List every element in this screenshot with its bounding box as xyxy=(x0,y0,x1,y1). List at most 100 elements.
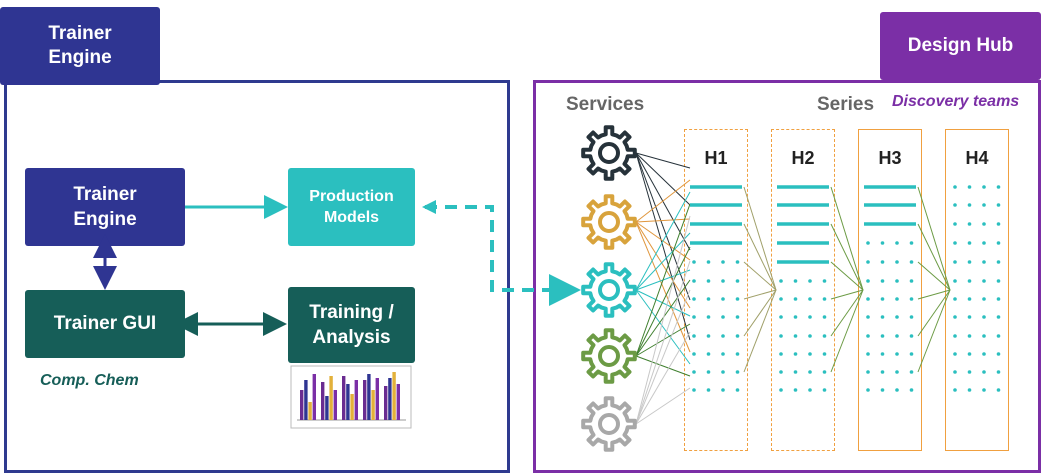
series-dot xyxy=(967,297,972,301)
series-dot xyxy=(967,315,972,319)
mini-chart-bar xyxy=(325,396,329,420)
series-dot xyxy=(982,315,986,319)
training-analysis-label: Training / Analysis xyxy=(309,302,394,348)
series-dot xyxy=(692,297,696,301)
series-dot xyxy=(996,222,1001,226)
series-dot xyxy=(735,388,740,392)
series-dot xyxy=(793,370,798,374)
series-dot xyxy=(967,352,972,356)
series-dot xyxy=(953,352,957,356)
production-models-label: Production Models xyxy=(309,188,394,226)
series-connector xyxy=(830,289,864,300)
mini-chart-bar xyxy=(375,378,379,420)
series-dot xyxy=(721,315,725,319)
series-dot xyxy=(880,370,885,374)
series-dot xyxy=(953,334,957,338)
series-dot xyxy=(822,297,827,301)
column-h1-label: H1 xyxy=(704,148,728,168)
series-dot xyxy=(880,388,885,392)
column-h3: H3 xyxy=(858,129,922,451)
mini-chart-bar xyxy=(342,376,346,420)
production-models-box: Production Models xyxy=(288,168,415,246)
series-dot xyxy=(808,279,812,283)
series-dot xyxy=(692,388,696,392)
series-dot xyxy=(953,297,957,301)
series-dot xyxy=(967,279,972,283)
trainer-engine-tab-label: Trainer Engine xyxy=(48,23,112,68)
series-dot xyxy=(967,370,972,374)
series-dot xyxy=(880,315,885,319)
series-dot xyxy=(895,388,899,392)
series-dot xyxy=(909,315,914,319)
series-dot xyxy=(866,315,870,319)
series-dot xyxy=(822,370,827,374)
service-connector xyxy=(635,152,691,169)
series-dot xyxy=(692,260,696,264)
gear-dark-icon xyxy=(581,125,637,181)
series-dot xyxy=(779,279,783,283)
series-dot xyxy=(996,297,1001,301)
series-dot xyxy=(909,352,914,356)
series-dot xyxy=(822,388,827,392)
series-dot xyxy=(866,260,870,264)
comp-chem-caption: Comp. Chem xyxy=(40,372,139,389)
series-dot xyxy=(982,260,986,264)
series-dot xyxy=(706,297,711,301)
trainer-engine-tab: Trainer Engine xyxy=(0,7,160,85)
series-dot xyxy=(808,388,812,392)
series-dot xyxy=(996,370,1001,374)
service-connector xyxy=(635,215,691,425)
series-dot xyxy=(967,334,972,338)
series-dot xyxy=(735,260,740,264)
mini-chart-bar xyxy=(304,380,308,420)
series-dot xyxy=(982,279,986,283)
series-dot xyxy=(982,297,986,301)
series-dot xyxy=(996,388,1001,392)
service-connector xyxy=(635,323,691,357)
series-dot xyxy=(909,334,914,338)
series-dot xyxy=(793,315,798,319)
series-dot xyxy=(953,388,957,392)
series-dot xyxy=(996,334,1001,338)
series-dot xyxy=(953,370,957,374)
series-connector xyxy=(917,223,951,291)
series-dot xyxy=(880,334,885,338)
series-dot xyxy=(735,352,740,356)
series-dot xyxy=(996,315,1001,319)
series-dot xyxy=(967,260,972,264)
series-dot xyxy=(822,315,827,319)
series-connector xyxy=(743,186,777,291)
service-connector xyxy=(635,279,691,357)
series-dot xyxy=(967,388,972,392)
column-h4-label: H4 xyxy=(965,148,989,168)
series-connector xyxy=(830,223,864,291)
series-dot xyxy=(909,388,914,392)
series-dot xyxy=(822,334,827,338)
series-dot xyxy=(735,370,740,374)
series-dot xyxy=(735,297,740,301)
service-connector xyxy=(635,179,691,223)
series-dot xyxy=(953,185,957,189)
series-connector xyxy=(917,289,951,373)
series-dot xyxy=(779,352,783,356)
series-dot xyxy=(866,297,870,301)
mini-chart-bar xyxy=(367,374,371,420)
series-dot xyxy=(735,279,740,283)
series-dot xyxy=(866,279,870,283)
gear-teal-icon xyxy=(581,262,637,318)
series-dot xyxy=(692,352,696,356)
series-dot xyxy=(895,370,899,374)
series-dot xyxy=(909,370,914,374)
mini-chart-bar xyxy=(354,380,358,420)
series-dot xyxy=(996,203,1001,207)
series-dot xyxy=(808,297,812,301)
service-connector xyxy=(635,387,691,425)
mini-chart-bar xyxy=(392,372,396,420)
series-dot xyxy=(953,279,957,283)
series-dot xyxy=(706,315,711,319)
series-dot xyxy=(982,241,986,245)
mini-chart-bar xyxy=(346,384,350,420)
series-connector xyxy=(917,289,951,337)
series-connector xyxy=(830,289,864,373)
series-dot xyxy=(996,185,1001,189)
